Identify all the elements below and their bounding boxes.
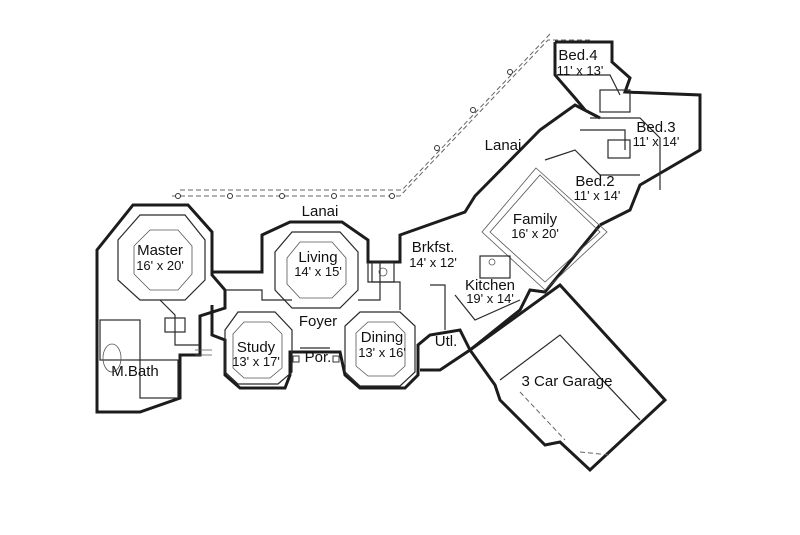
room-bed4-name: Bed.4 — [558, 47, 597, 64]
garage-walls — [467, 283, 668, 473]
room-dining-dims: 13' x 16' — [358, 345, 406, 360]
room-bed3-name: Bed.3 — [636, 119, 675, 136]
room-master-dims: 16' x 20' — [136, 258, 184, 273]
room-bed4-dims: 11' x 13' — [557, 63, 604, 78]
room-living-dims: 14' x 15' — [294, 264, 342, 279]
room-family-dims: 16' x 20' — [511, 226, 559, 241]
room-brkfst-name: Brkfst. — [412, 239, 455, 256]
room-family-name: Family — [513, 211, 558, 228]
room-study-name: Study — [237, 339, 276, 356]
room-brkfst-dims: 14' x 12' — [409, 255, 457, 270]
room-labels: Bed.4 11' x 13' Bed.3 11' x 14' Lanai Be… — [111, 47, 679, 390]
lanai-outline — [172, 33, 590, 199]
room-kitchen-dims: 19' x 14' — [466, 291, 514, 306]
room-bed2-dims: 11' x 14' — [574, 188, 621, 203]
room-kitchen-name: Kitchen — [465, 277, 515, 294]
room-foyer-name: Foyer — [299, 313, 337, 330]
room-study-dims: 13' x 17' — [232, 354, 280, 369]
room-mbath-name: M.Bath — [111, 363, 159, 380]
room-bed2-name: Bed.2 — [575, 173, 614, 190]
room-lanai-center-name: Lanai — [302, 203, 339, 220]
room-master-name: Master — [137, 242, 183, 259]
room-lanai-main-name: Lanai — [485, 137, 522, 154]
room-garage-name: 3 Car Garage — [522, 373, 613, 390]
room-utl-name: Utl. — [435, 333, 458, 350]
room-bed3-dims: 11' x 14' — [633, 134, 680, 149]
interior-walls — [99, 74, 661, 399]
room-por-name: Por. — [305, 349, 332, 366]
room-dining-name: Dining — [361, 329, 404, 346]
room-living-name: Living — [298, 249, 337, 266]
